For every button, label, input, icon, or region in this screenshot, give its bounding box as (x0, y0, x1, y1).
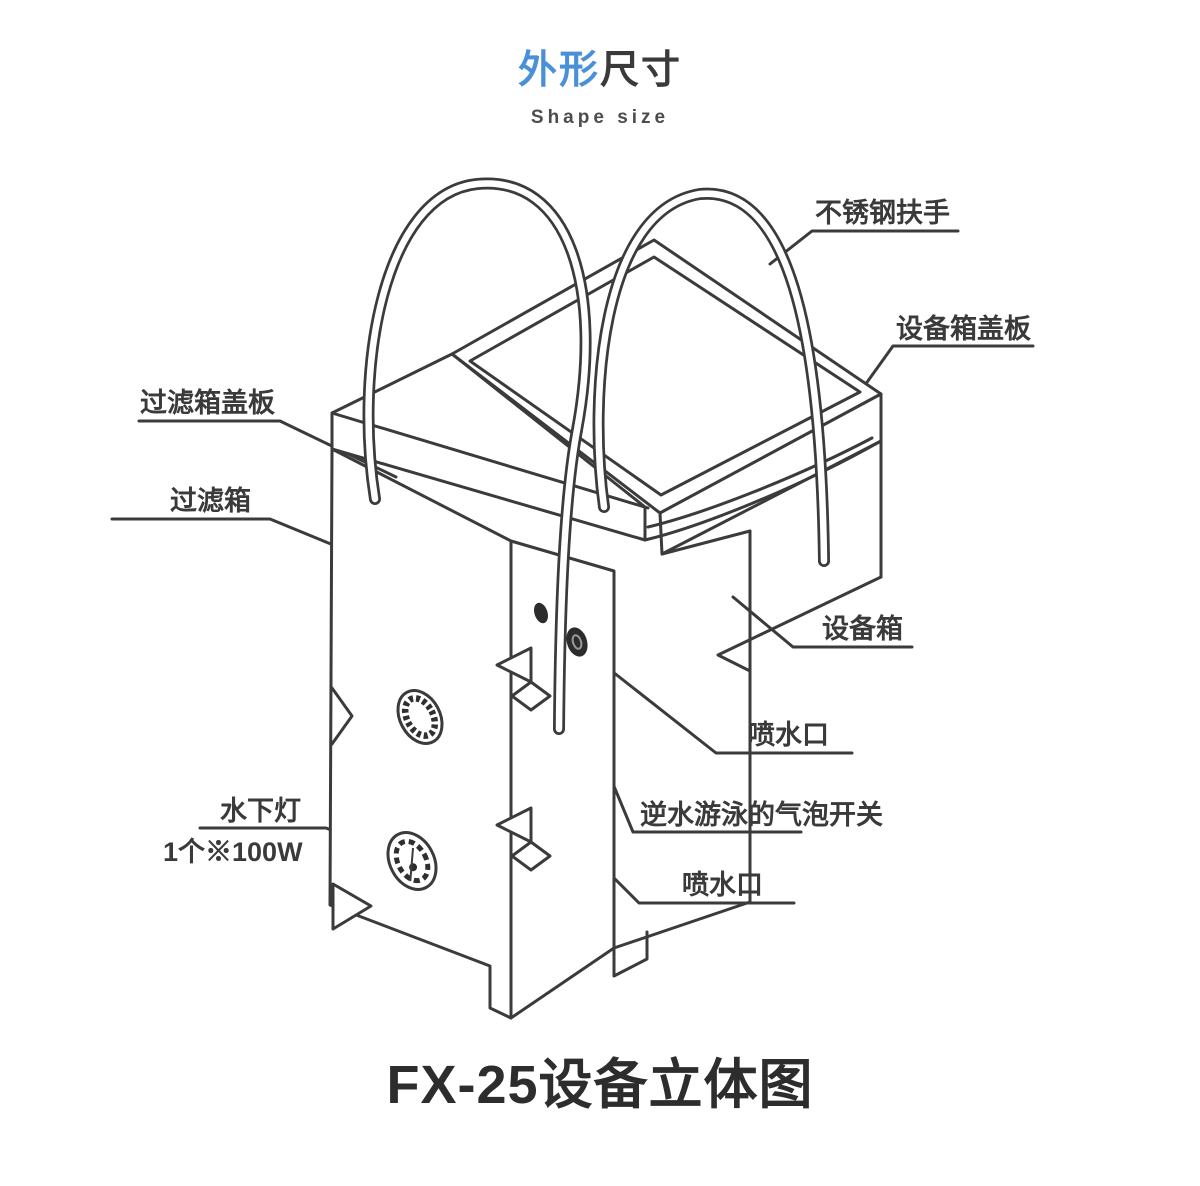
notch-triangle (495, 806, 533, 844)
handrail-arch-right (592, 187, 830, 567)
label-spray-outlet-lower: 喷水口 (682, 870, 763, 900)
spray-outlet-dot-large (566, 627, 588, 657)
bubble-switch-fixture (396, 689, 444, 745)
part-labels: 不锈钢扶手 设备箱盖板 过滤箱盖板 过滤箱 设备箱 喷水口 逆水游泳的气泡开关 … (140, 198, 1031, 900)
notch-diamond (510, 680, 552, 712)
label-handrail: 不锈钢扶手 (815, 198, 950, 228)
page-header: 外形尺寸 Shape size (0, 49, 1200, 129)
label-filter-box: 过滤箱 (170, 485, 251, 516)
equipment-lid-front-curve (643, 439, 883, 542)
label-equipment-box: 设备箱 (822, 613, 903, 644)
underwater-light-fixture (386, 831, 438, 891)
label-underwater-light: 水下灯 (220, 796, 301, 826)
equipment-box-cover-plate (450, 238, 883, 556)
spray-dot-center (571, 634, 583, 650)
label-spray-outlet-upper: 喷水口 (748, 720, 829, 750)
label-underwater-light-spec: 1个※100W (163, 837, 303, 867)
equipment-lid-thickness (658, 392, 883, 556)
leader-handrail (768, 229, 960, 266)
left-bottom-notch (331, 882, 373, 931)
title-highlight: 外形 (517, 49, 600, 92)
page-title: 外形尺寸 (0, 49, 1200, 93)
handrail-right-fill (595, 190, 828, 565)
spray-dot (534, 602, 548, 624)
equipment-lid-front-curve-inner (646, 436, 874, 529)
spray-outlet-dot-small (534, 602, 548, 624)
equipment-box-body (612, 439, 883, 950)
dovetail-notch-lower (495, 806, 552, 872)
label-filter-box-cover: 过滤箱盖板 (140, 387, 275, 418)
equipment-box-panel-top (660, 529, 752, 556)
leader-filter-box-cover (137, 419, 398, 479)
handrail-left-fill (365, 180, 589, 733)
label-equipment-box-cover: 设备箱盖板 (896, 313, 1031, 344)
dovetail-notch-upper (495, 646, 552, 712)
title-rest: 尺寸 (600, 49, 683, 92)
equipment-box-panel-bottom (612, 900, 752, 950)
spray-dot (566, 627, 588, 657)
leader-equipment-box-cover (858, 344, 1035, 394)
light-tick (409, 847, 415, 882)
handrail-arch-left (362, 177, 592, 735)
notch-diamond (510, 840, 552, 872)
light-inner-ring (393, 838, 431, 884)
page-subtitle: Shape size (530, 106, 670, 128)
filter-box-right-foot (612, 930, 649, 978)
leader-spray-outlet-upper (583, 648, 854, 755)
equipment-box-bottom-edge (716, 575, 883, 673)
diagram-caption: FX-25设备立体图 (386, 1055, 814, 1115)
leader-equipment-box (731, 595, 914, 649)
leader-filter-box (110, 517, 362, 558)
label-bubble-switch: 逆水游泳的气泡开关 (640, 799, 883, 830)
left-edge-notch (330, 686, 354, 746)
notch-triangle (495, 646, 533, 684)
filter-lid-fold (330, 411, 650, 510)
